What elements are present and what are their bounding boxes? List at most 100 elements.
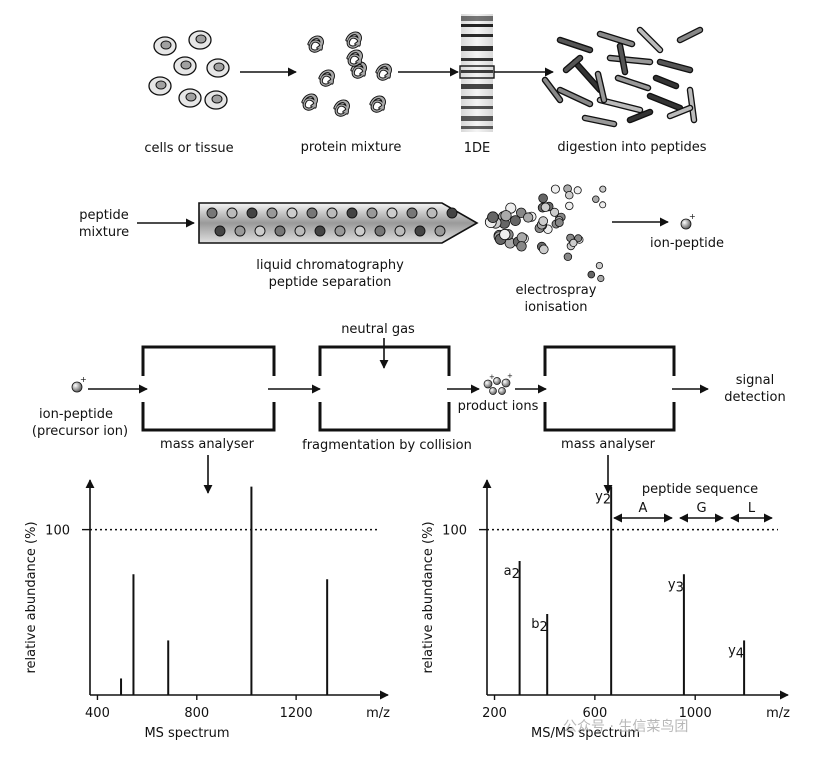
protein-mixture-label: protein mixture	[301, 140, 402, 155]
protein-blob	[346, 49, 363, 67]
peptide-fragment	[626, 108, 654, 124]
peak-label: a2	[504, 564, 520, 582]
spray-droplet	[516, 207, 527, 219]
svg-text:+: +	[80, 375, 87, 384]
peptide-fragment	[596, 30, 636, 48]
electrospray-plume	[484, 184, 607, 283]
gel-band	[461, 84, 493, 89]
peak-label: y2	[595, 490, 611, 508]
cell	[206, 58, 230, 78]
peak-label: b2	[531, 617, 548, 635]
peptide-bead	[246, 207, 258, 219]
y-tick-label-100: 100	[442, 524, 467, 539]
peptide-bead	[434, 225, 446, 237]
protein-mixture-illustration	[301, 31, 392, 117]
gel-band	[461, 106, 493, 109]
chart-title: MS spectrum	[144, 726, 229, 741]
spray-droplet	[595, 261, 604, 270]
cell	[178, 88, 202, 108]
peptide-bead	[266, 207, 278, 219]
gel-band	[461, 126, 493, 129]
precursor-label-1: ion-peptide	[39, 407, 113, 422]
sequence-residue: A	[639, 501, 648, 516]
spray-droplet	[565, 201, 574, 211]
y-tick-label-100: 100	[45, 524, 70, 539]
spray-droplet	[550, 184, 560, 194]
spray-droplet	[597, 274, 605, 283]
gel-band	[461, 70, 493, 73]
x-tick-label: 1200	[280, 706, 313, 721]
spray-droplet	[592, 195, 600, 203]
peptide-bead	[334, 225, 346, 237]
cell	[173, 56, 197, 76]
ion-peptide-label: ion-peptide	[650, 236, 724, 251]
x-tick-label: 600	[582, 706, 607, 721]
peptide-bead	[426, 207, 438, 219]
gel-band	[461, 16, 493, 21]
cell	[148, 76, 172, 96]
peptide-bead	[346, 207, 358, 219]
gel-band	[461, 58, 493, 61]
signal-label-2: detection	[724, 390, 785, 405]
protein-blob	[318, 69, 335, 87]
peptide-fragment	[652, 74, 680, 90]
peak-label: y3	[668, 577, 684, 595]
x-tick-label: 400	[85, 706, 110, 721]
peptide-fragment	[556, 86, 594, 108]
spray-droplet	[516, 232, 528, 243]
spray-droplet	[523, 212, 534, 223]
spray-droplet	[599, 201, 607, 209]
lc-label-1: liquid chromatography	[256, 258, 404, 273]
cell	[204, 90, 228, 110]
protein-blob	[375, 63, 392, 81]
svg-text:+: +	[689, 212, 696, 221]
protein-blob	[333, 99, 350, 117]
ion-peptide-precursor-icon: +	[71, 375, 87, 393]
peptide-fragments-illustration	[541, 26, 704, 128]
spray-droplet	[540, 202, 551, 213]
digestion-label: digestion into peptides	[557, 140, 706, 155]
protein-blob	[369, 95, 386, 113]
mass-analyser-1-label: mass analyser	[160, 437, 255, 452]
peptide-bead	[294, 225, 306, 237]
mass-analyser-1-box	[141, 345, 276, 432]
x-axis-label: m/z	[366, 706, 390, 721]
protein-blob	[345, 31, 362, 49]
peptide-bead	[214, 225, 226, 237]
x-tick-label: 1000	[679, 706, 712, 721]
watermark-text: 公众号 · 生信菜鸟团	[563, 719, 688, 735]
peptide-bead	[254, 225, 266, 237]
spray-droplet	[563, 252, 573, 261]
lc-column	[198, 202, 479, 244]
peptide-fragment	[581, 114, 618, 128]
gel-band	[461, 34, 493, 37]
spray-droplet	[538, 193, 548, 204]
peptide-fragment	[606, 54, 654, 66]
peptide-bead	[274, 225, 286, 237]
spray-droplet	[599, 185, 607, 193]
peptide-bead	[394, 225, 406, 237]
peptide-bead	[386, 207, 398, 219]
peptide-fragment	[614, 74, 652, 92]
fragmentation-label: fragmentation by collision	[302, 438, 472, 453]
ion-peptide-icon: +	[680, 212, 696, 230]
sequence-residue: L	[748, 501, 756, 516]
spray-droplet	[538, 244, 549, 255]
cells-label: cells or tissue	[144, 141, 233, 156]
mass-analyser-2-label: mass analyser	[561, 437, 656, 452]
peptide-bead	[374, 225, 386, 237]
spray-droplet	[569, 238, 578, 247]
spray-droplet	[499, 228, 511, 241]
chart-title: MS/MS spectrum	[531, 726, 640, 741]
protein-blob	[307, 35, 324, 53]
peptide-bead	[226, 207, 238, 219]
neutral-gas-label: neutral gas	[341, 322, 415, 337]
peptide-bead	[234, 225, 246, 237]
spray-droplet	[574, 234, 583, 243]
peptide-fragment	[656, 58, 694, 74]
spray-droplet	[550, 207, 560, 217]
peptide-bead	[354, 225, 366, 237]
